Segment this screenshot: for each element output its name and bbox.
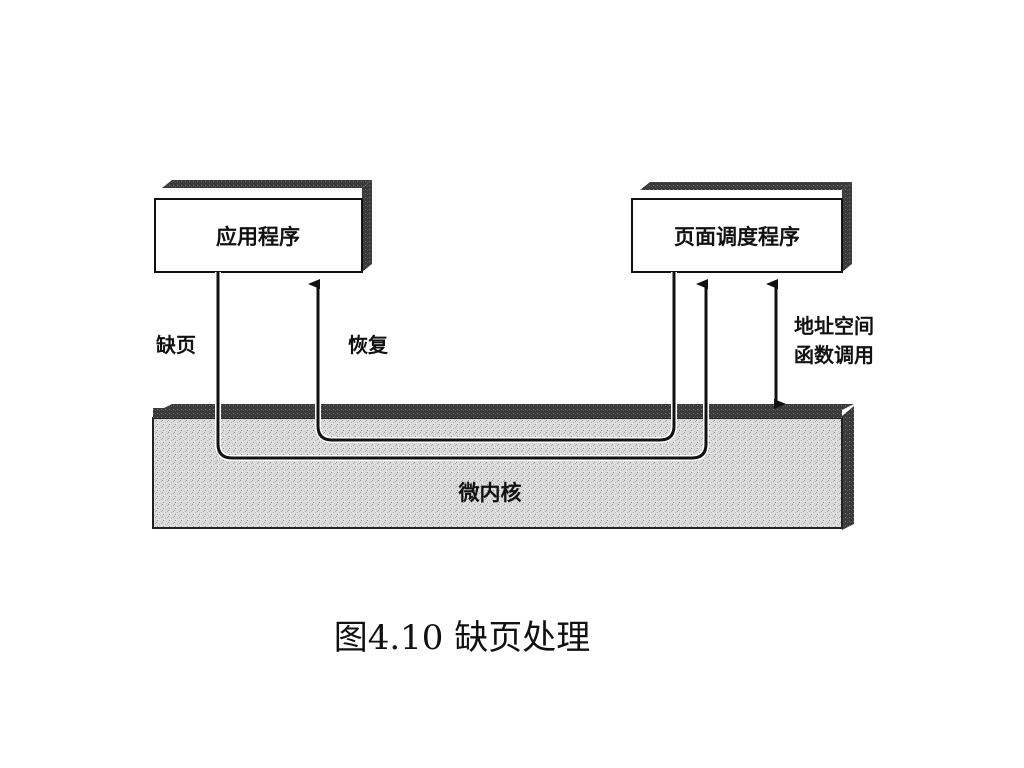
page-fault-arrow (216, 272, 708, 460)
app-box: 应用程序 (154, 180, 372, 273)
figure-caption: 图4.10 缺页处理 (333, 618, 591, 658)
app-box-label: 应用程序 (216, 225, 300, 249)
kernel-label: 微内核 (458, 481, 522, 505)
kernel-slab: 微内核 (152, 404, 854, 530)
address-space-call-label-line1: 地址空间 (794, 314, 874, 338)
resume-label: 恢复 (348, 333, 389, 357)
pager-box: 页面调度程序 (631, 182, 852, 273)
page-fault-label: 缺页 (156, 333, 196, 357)
pager-box-label: 页面调度程序 (674, 225, 800, 249)
resume-arrow (308, 272, 676, 442)
address-space-call-label-line2: 函数调用 (794, 343, 874, 367)
